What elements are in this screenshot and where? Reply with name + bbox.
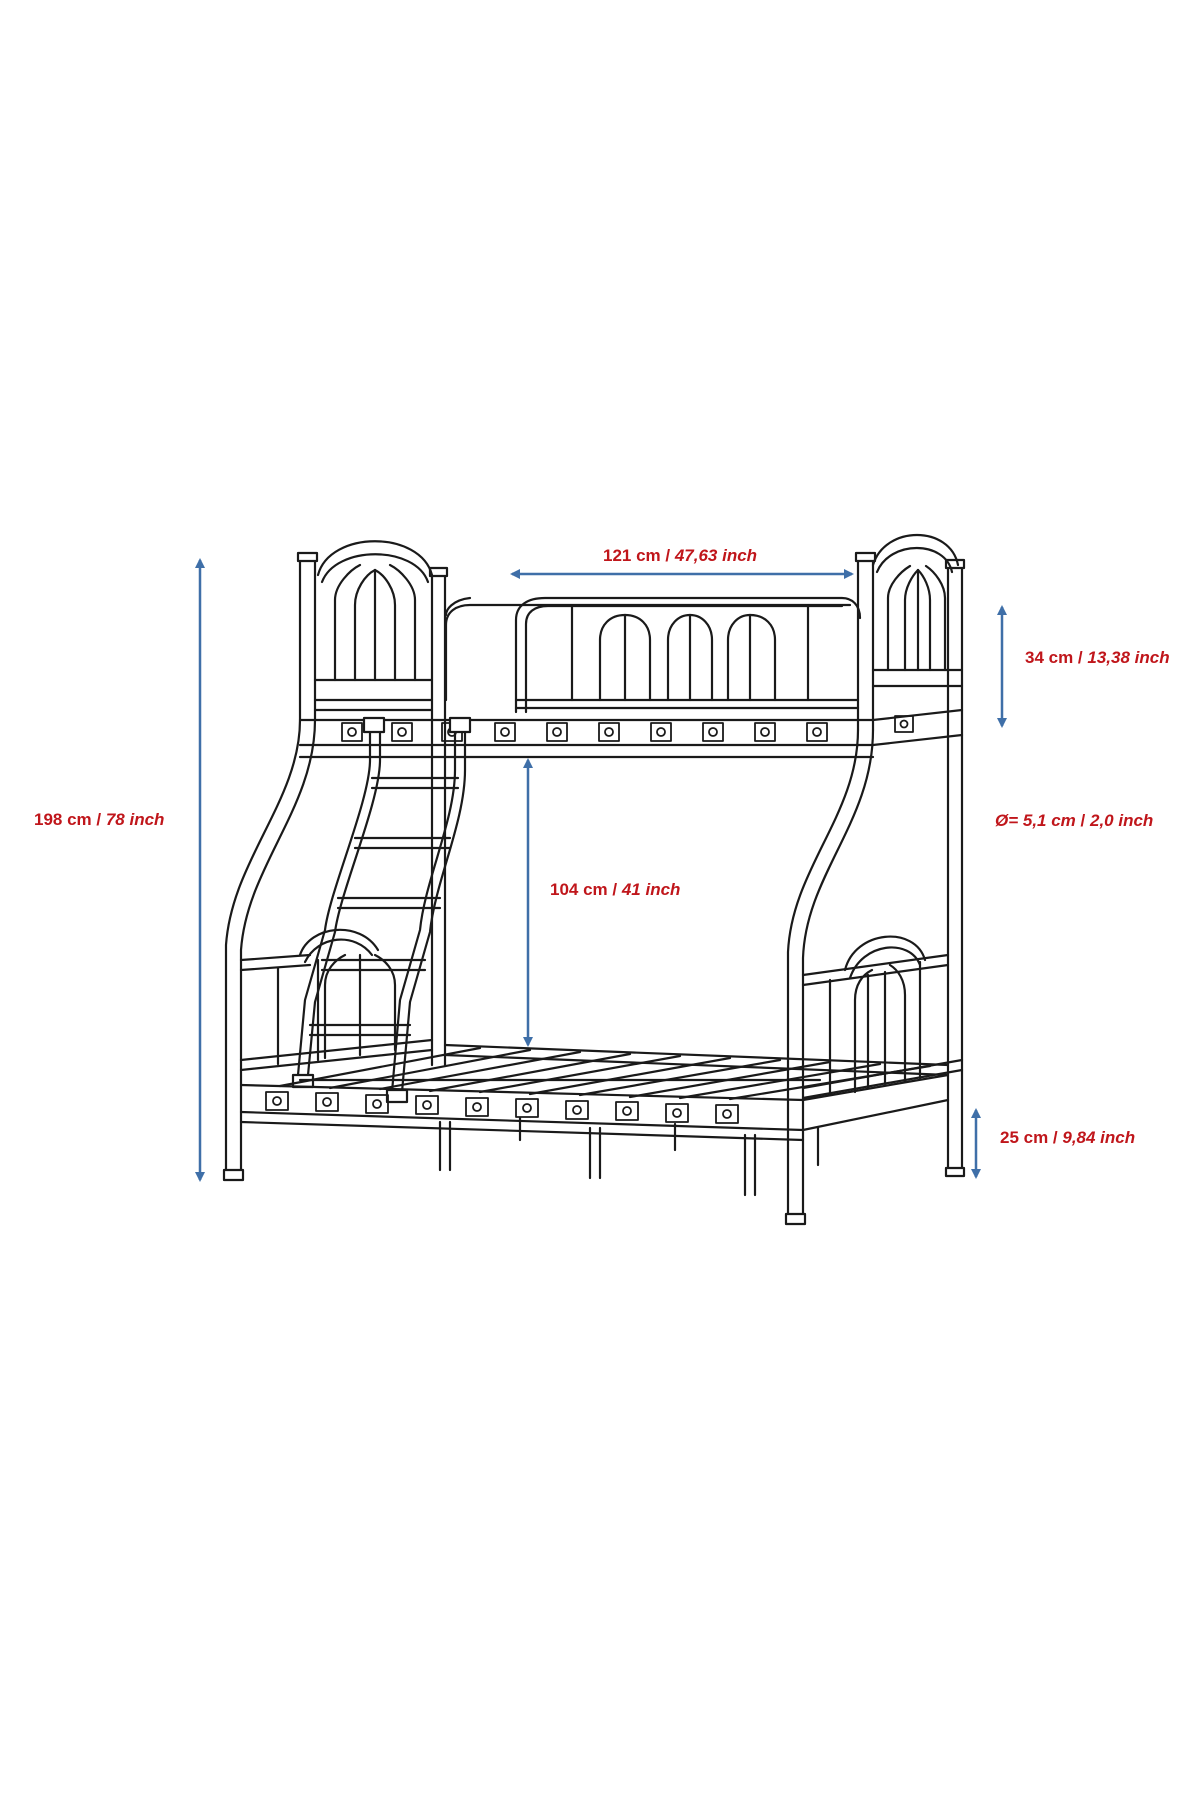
bunk-clearance-label: 104 cm / 41 inch bbox=[550, 880, 681, 899]
top-left-headboard bbox=[313, 540, 434, 702]
overall-height-metric: 198 cm bbox=[34, 810, 92, 829]
top-right-headboard bbox=[871, 534, 964, 688]
rail-height-imperial: 13,38 inch bbox=[1087, 648, 1170, 667]
bottom-bunk-frame bbox=[239, 1043, 950, 1142]
bunk-clearance-metric: 104 cm bbox=[550, 880, 608, 899]
left-front-post bbox=[222, 551, 319, 1182]
left-back-post bbox=[428, 566, 449, 1067]
center-support-legs bbox=[438, 1116, 820, 1197]
bunk-clearance-imperial: 41 inch bbox=[621, 880, 681, 899]
tube-diameter-metric: Ø= 5,1 cm bbox=[995, 811, 1076, 830]
floor-clearance-label: 25 cm / 9,84 inch bbox=[1000, 1128, 1136, 1147]
bed-frame bbox=[222, 534, 966, 1226]
floor-clearance-imperial: 9,84 inch bbox=[1062, 1128, 1136, 1147]
tube-diameter-imperial: 2,0 inch bbox=[1089, 811, 1154, 830]
top-front-guard-rail bbox=[514, 596, 862, 714]
right-front-post bbox=[784, 551, 877, 1226]
overall-height-imperial: 78 inch bbox=[105, 810, 165, 829]
top-width-metric: 121 cm bbox=[603, 546, 661, 565]
bottom-right-footboard bbox=[801, 935, 964, 1100]
dimension-arrows bbox=[195, 558, 1007, 1182]
top-back-guard-rail bbox=[444, 596, 852, 702]
top-rail-ornaments bbox=[341, 715, 914, 742]
overall-height-label: 198 cm / 78 inch bbox=[34, 810, 165, 829]
rail-height-metric: 34 cm bbox=[1025, 648, 1074, 667]
tube-diameter-label: Ø= 5,1 cm / 2,0 inch bbox=[995, 811, 1154, 830]
bottom-left-footboard bbox=[239, 928, 434, 1072]
right-back-post bbox=[944, 558, 966, 1178]
rail-height-label: 34 cm / 13,38 inch bbox=[1025, 648, 1170, 667]
bottom-rail-ornaments bbox=[265, 1091, 739, 1124]
floor-clearance-metric: 25 cm bbox=[1000, 1128, 1049, 1147]
top-width-label: 121 cm / 47,63 inch bbox=[603, 546, 758, 565]
top-width-imperial: 47,63 inch bbox=[674, 546, 758, 565]
top-bunk-frame bbox=[298, 708, 964, 759]
